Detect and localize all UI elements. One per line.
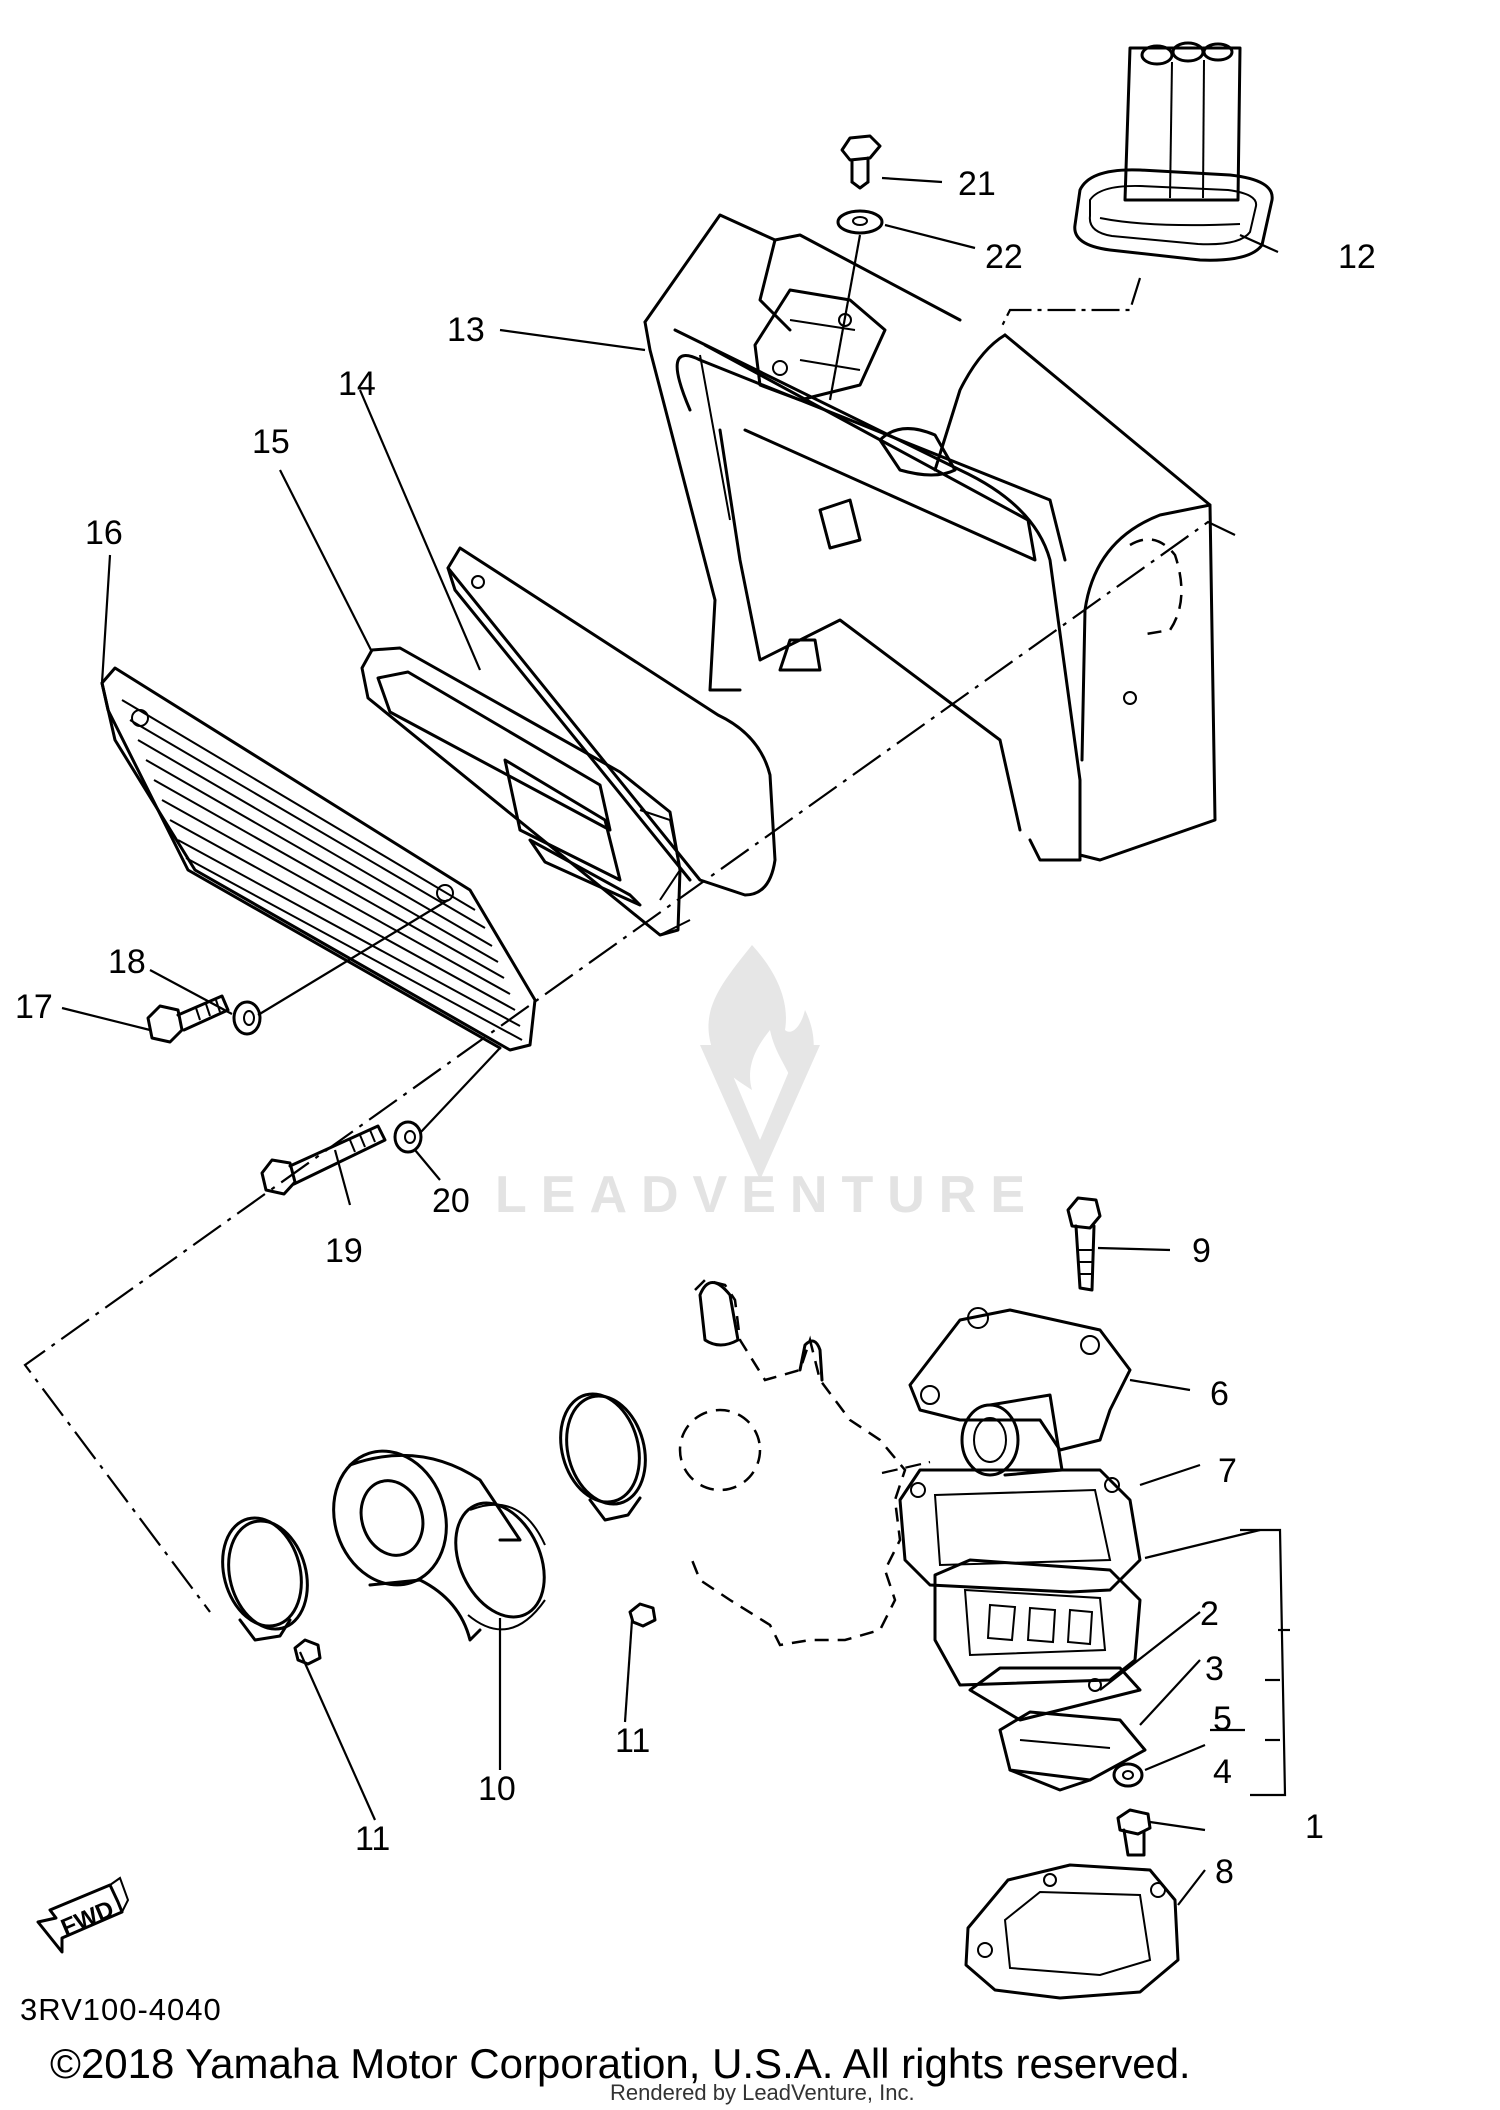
part-15-element-frame (360, 646, 691, 937)
leadventure-watermark: LEADVENTURE (495, 945, 1039, 1224)
callout-18: 18 (108, 943, 146, 981)
callout-5: 5 (1213, 1700, 1232, 1738)
part-3-stopper (998, 1710, 1147, 1792)
part-20-washer (393, 1120, 423, 1154)
part-17-bolt (146, 994, 230, 1044)
callout-10: 10 (478, 1770, 516, 1808)
callout-20: 20 (432, 1182, 470, 1220)
part-14-element (446, 546, 777, 897)
callout-22: 22 (985, 238, 1023, 276)
callout-17: 17 (15, 988, 53, 1026)
callout-9: 9 (1192, 1232, 1211, 1270)
callout-4: 4 (1213, 1753, 1232, 1791)
part-21-bolt (840, 134, 882, 190)
callout-16: 16 (85, 514, 123, 552)
part-22-washer (836, 209, 884, 235)
part-6-manifold (908, 1307, 1132, 1477)
watermark-v-icon (700, 1045, 820, 1180)
part-10-intake-joint (332, 1449, 546, 1642)
part-16-air-cleaner-cover (100, 666, 537, 1052)
callout-11-right: 11 (615, 1722, 650, 1760)
part-12-intake-duct (1073, 41, 1274, 262)
copyright-notice: ©2018 Yamaha Motor Corporation, U.S.A. A… (50, 2040, 1191, 2087)
diagram-code: 3RV100-4040 (20, 1992, 222, 2027)
part-11-clamp-left (221, 1516, 322, 1666)
callout-11-left: 11 (355, 1820, 390, 1858)
callout-8: 8 (1215, 1853, 1234, 1891)
part-18-washer (232, 1000, 262, 1036)
leader-lines (61, 176, 1290, 1906)
part-11-clamp-right (559, 1392, 657, 1628)
part-7-gasket (898, 1468, 1142, 1594)
part-1-reed-valve-assembly (933, 1558, 1142, 1687)
carburetor-reference (678, 1278, 907, 1647)
part-19-long-bolt (260, 1124, 387, 1196)
callout-6: 6 (1210, 1375, 1229, 1413)
callout-14: 14 (338, 365, 376, 403)
part-13-air-cleaner-case (643, 213, 1217, 862)
callout-12: 12 (1338, 238, 1376, 276)
callout-19: 19 (325, 1232, 363, 1270)
watermark-flame-icon (708, 945, 814, 1090)
part-4-screw (1116, 1808, 1152, 1857)
part-5-washer (1112, 1762, 1144, 1788)
callout-13: 13 (447, 311, 485, 349)
callout-15: 15 (252, 423, 290, 461)
callout-2: 2 (1200, 1595, 1219, 1633)
callout-labels: 1 2 3 4 5 6 7 8 9 10 11 11 12 13 14 15 1… (15, 165, 1376, 1891)
callout-1: 1 (1305, 1808, 1324, 1846)
fwd-arrow-icon: FWD (36, 1876, 130, 1954)
part-2-reed (968, 1666, 1142, 1722)
rendered-by-note: Rendered by LeadVenture, Inc. (610, 2080, 915, 2105)
watermark-text: LEADVENTURE (495, 1166, 1039, 1224)
part-8-gasket (964, 1863, 1180, 2000)
part-9-bolt (1066, 1196, 1102, 1292)
callout-7: 7 (1218, 1452, 1237, 1490)
callout-3: 3 (1205, 1650, 1224, 1688)
assembly-boundary (23, 520, 1236, 1613)
callout-21: 21 (958, 165, 996, 203)
